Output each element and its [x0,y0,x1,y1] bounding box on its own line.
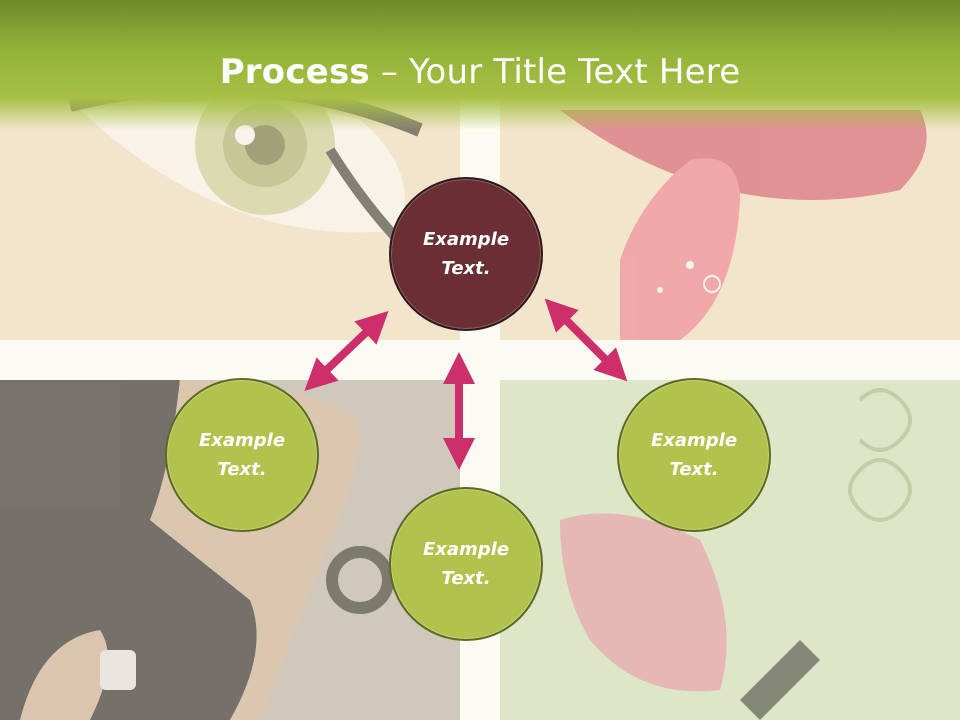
arrow-top-left [304,310,389,392]
node-bottom-text: Example Text. [422,539,510,589]
page-title: Process – Your Title Text Here [0,52,960,92]
title-bar [0,0,960,130]
process-node-top[interactable]: Example Text. [389,177,543,331]
lips-illustration [560,388,912,720]
process-node-right[interactable]: Example Text. [617,378,771,532]
tongue-illustration [560,110,927,340]
process-node-left[interactable]: Example Text. [165,378,319,532]
title-bold: Process [219,52,370,92]
node-right-text: Example Text. [650,430,738,480]
arrow-top-right [544,298,628,382]
node-left-text: Example Text. [198,430,286,480]
node-top-text: Example Text. [422,229,510,279]
process-node-bottom[interactable]: Example Text. [389,487,543,641]
divider-horizontal [0,340,960,380]
title-rest: – Your Title Text Here [369,52,741,92]
